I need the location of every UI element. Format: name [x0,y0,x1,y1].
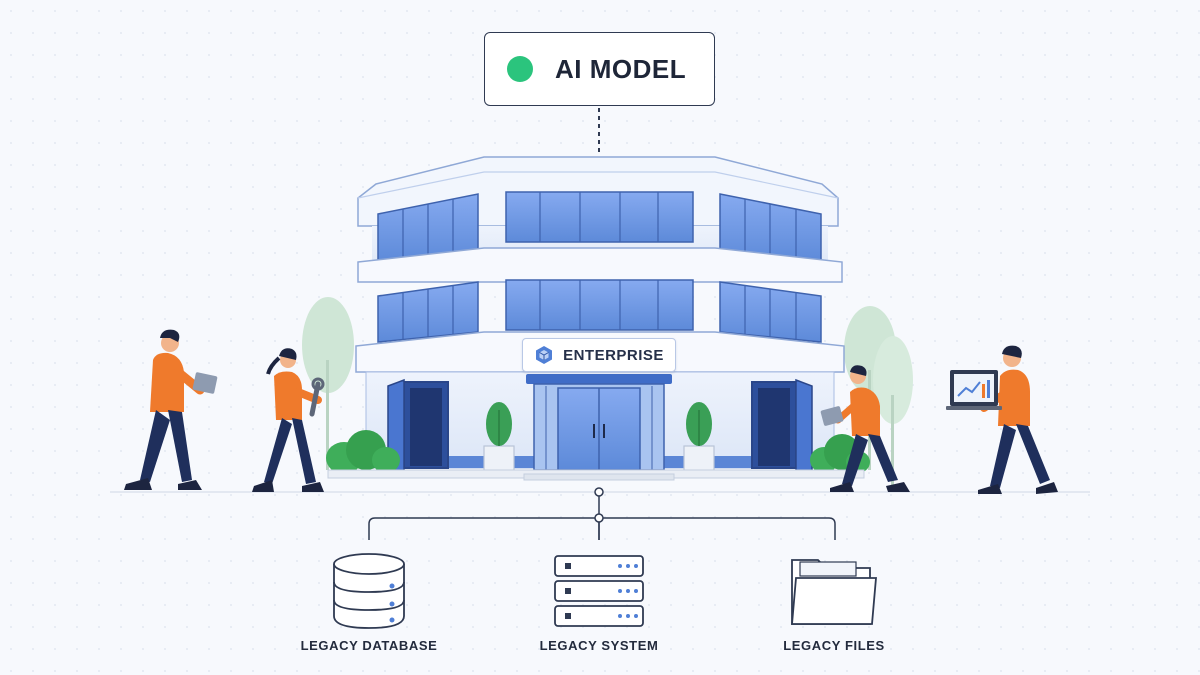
ai-model-label: AI MODEL [555,53,687,84]
folder-icon [791,559,877,625]
person-with-chart-laptop [946,345,1058,494]
laptop-chart-screen [946,370,1002,410]
legacy-system-label: LEGACY SYSTEM [539,638,659,653]
windows-floor-upper [377,191,822,263]
legacy-files-label: LEGACY FILES [783,638,885,653]
person-with-wrench [252,348,325,492]
main-entrance [526,374,672,471]
ai-model-box: AI MODEL [484,32,715,106]
legacy-database-label: LEGACY DATABASE [300,638,438,653]
status-dot-icon [507,56,533,82]
windows-floor-middle [377,279,822,343]
connector-node-middle [594,513,604,523]
side-door-right [751,378,813,477]
enterprise-sign: ENTERPRISE [522,338,676,372]
person-with-tablet [820,365,910,492]
connector-node-top [594,487,604,497]
person-with-laptop-left [124,329,218,490]
enterprise-building [326,156,870,481]
database-icon [333,553,405,629]
background-tree-left [302,297,354,470]
server-icon [554,555,644,627]
enterprise-sign-label: ENTERPRISE [563,346,664,364]
hexagon-cube-icon [536,346,553,364]
bush-left [326,430,400,474]
